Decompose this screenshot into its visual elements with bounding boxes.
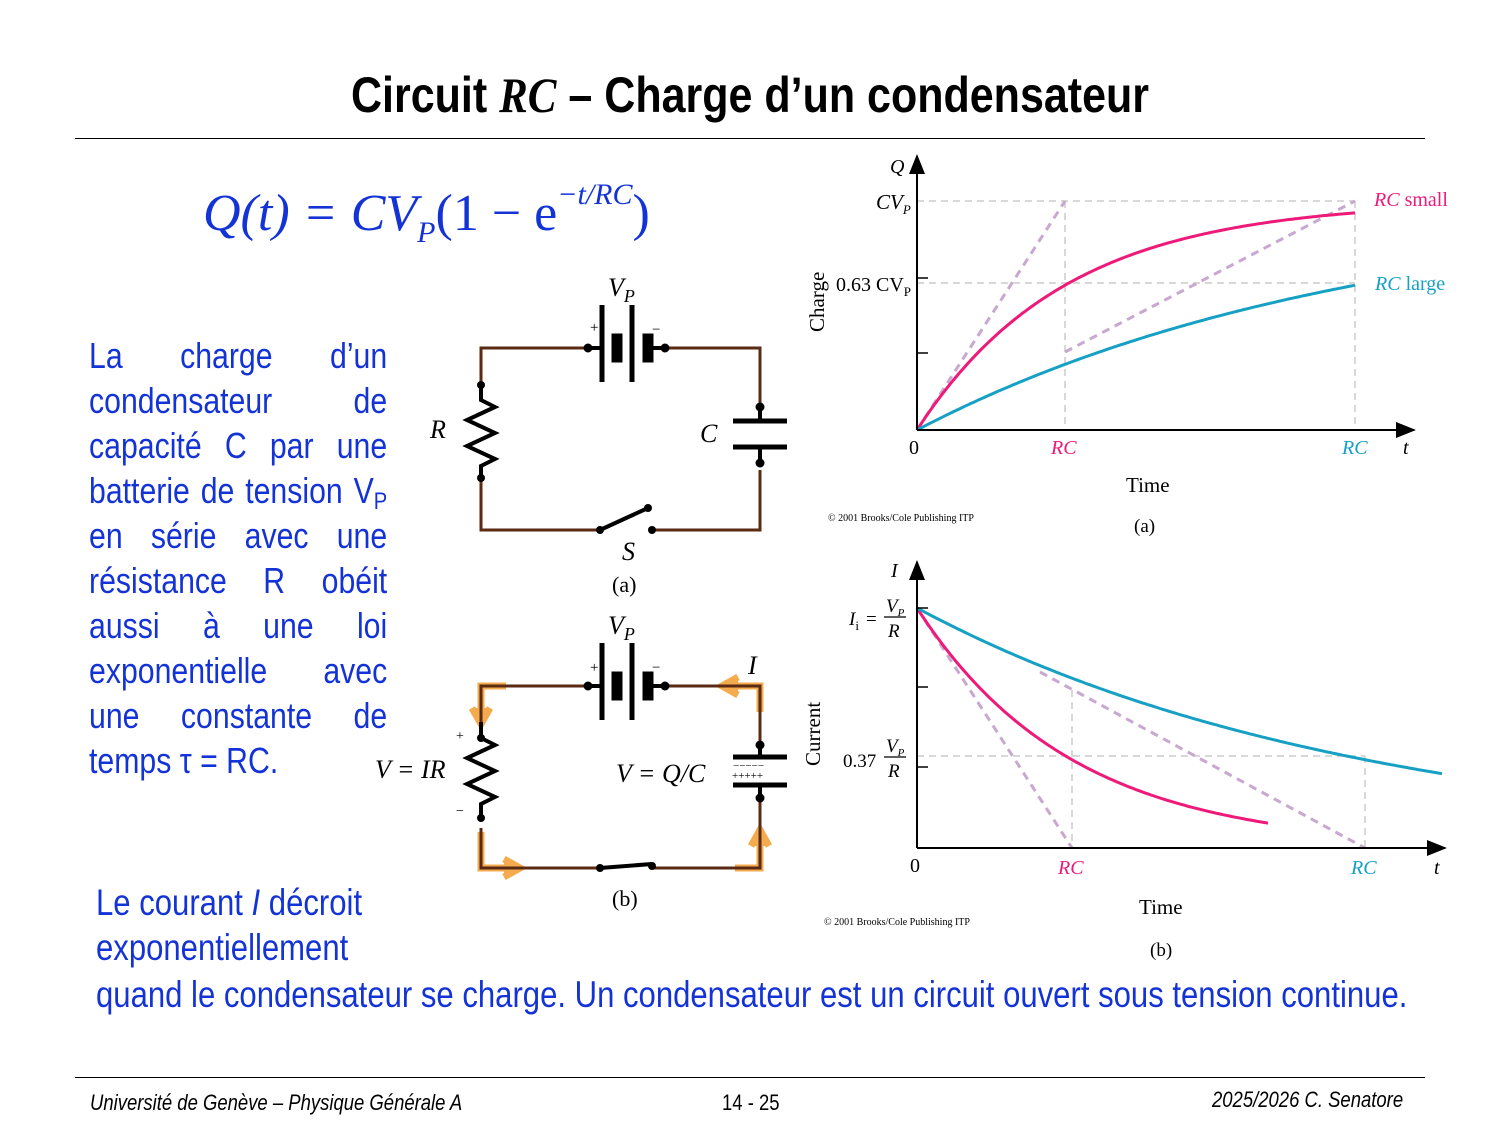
minus-sign: − <box>456 804 464 819</box>
caption-b: (b) <box>612 886 638 911</box>
para-line: aussi à une loi <box>89 605 388 646</box>
y-axis-symbol: Q <box>890 156 905 178</box>
title-divider <box>75 138 1425 139</box>
plus-sign: + <box>590 660 598 676</box>
circuit-b: + − VP I + − V = IR −−−−− +++++ V = Q/C … <box>375 611 787 911</box>
footer-divider <box>75 1077 1425 1078</box>
capacitor-icon <box>733 402 787 468</box>
origin-label: 0 <box>909 437 919 459</box>
curve-rc-small <box>915 211 1356 431</box>
minus-sign: − <box>652 660 660 676</box>
bottom-text-line1: Le courant I décroit <box>96 882 363 923</box>
cap-minus-charges: −−−−− <box>733 760 764 772</box>
plus-sign: + <box>590 320 598 336</box>
footer-left: Université de Genève – Physique Générale… <box>90 1090 463 1115</box>
curve-rc-large <box>916 283 1356 432</box>
resistor-icon <box>462 384 500 480</box>
037-tick-label: 0.37 VP R <box>843 736 906 782</box>
x-axis-label: Time <box>1139 895 1183 919</box>
origin-label: 0 <box>910 855 920 877</box>
caption-a: (a) <box>612 572 636 597</box>
legend-rc-large: RC large <box>1374 273 1445 295</box>
page-number: 14 - 25 <box>722 1090 780 1115</box>
capacitor-icon <box>733 740 787 803</box>
y-axis-label: Charge <box>805 272 829 332</box>
copyright: © 2001 Brooks/Cole Publishing ITP <box>824 917 970 928</box>
battery-icon <box>583 643 670 720</box>
battery-icon <box>583 305 670 382</box>
cvp-tick-label: CVP <box>876 190 911 217</box>
ii-tick-label: Ii = VP R <box>848 596 906 642</box>
switch-closed-icon <box>596 862 656 872</box>
graph-charge: Q CVP 0.63 CVP Charge 0 RC RC t RC small… <box>805 154 1448 537</box>
charge-formula: Q(t) = CVP(1 − e−t/RC) <box>203 178 650 249</box>
slide-title: Circuit RC – Charge d’un condensateur <box>350 67 1150 123</box>
para-line: une constante de <box>89 695 388 736</box>
v-ir-label: V = IR <box>375 755 446 784</box>
s-label: S <box>622 537 635 566</box>
svg-text:R: R <box>887 761 900 782</box>
para-line: résistance R obéit <box>89 560 388 601</box>
caption-graph-a: (a) <box>1134 516 1155 537</box>
plus-sign: + <box>456 729 464 744</box>
y-axis-symbol: I <box>890 560 899 582</box>
v-qc-label: V = Q/C <box>616 759 706 788</box>
rc-large-tick: RC <box>1341 437 1368 459</box>
legend-rc-small: RC small <box>1373 189 1448 211</box>
para-line: condensateur de <box>89 380 388 421</box>
c-label: C <box>700 419 718 448</box>
para-line: en série avec une <box>89 515 388 556</box>
bottom-text-line3: quand le condensateur se charge. Un cond… <box>96 974 1408 1015</box>
y-axis-label: Current <box>801 702 825 766</box>
minus-sign: − <box>652 322 660 338</box>
wire <box>479 684 762 870</box>
i-label: I <box>747 651 758 680</box>
explanation-paragraph: La charge d’un condensateur de capacité … <box>89 333 387 783</box>
footer-right: 2025/2026 C. Senatore <box>1212 1087 1404 1112</box>
svg-text:=: = <box>866 609 877 630</box>
circuit-a: + − VP R C S (a) <box>429 273 787 597</box>
vp-label: VP <box>608 273 635 306</box>
curve-rc-small <box>915 607 1269 825</box>
graph-current: I Ii = VP R 0.37 VP R Current 0 RC RC t … <box>801 560 1447 961</box>
vp-label: VP <box>608 611 635 644</box>
cap-plus-charges: +++++ <box>732 770 763 782</box>
para-line: batterie de tension VP <box>89 470 388 515</box>
switch-open-icon <box>596 504 656 534</box>
rc-small-tick: RC <box>1057 857 1084 879</box>
tangent-lines <box>915 607 1366 850</box>
r-label: R <box>429 415 446 444</box>
rc-large-tick: RC <box>1350 857 1377 879</box>
curve-rc-large <box>916 606 1443 776</box>
svg-text:VP: VP <box>886 596 905 619</box>
resistor-icon <box>462 722 500 820</box>
para-line: La charge d’un <box>89 335 388 376</box>
rc-small-tick: RC <box>1050 437 1077 459</box>
svg-text:Ii: Ii <box>848 609 859 633</box>
guide-lines <box>917 690 1366 848</box>
x-axis-label: Time <box>1126 473 1170 497</box>
svg-text:VP: VP <box>886 736 905 759</box>
svg-text:R: R <box>887 621 900 642</box>
t-axis-symbol: t <box>1434 857 1440 879</box>
para-line: exponentielle avec <box>89 650 388 691</box>
guide-lines <box>917 200 1356 430</box>
para-line: capacité C par une <box>89 425 388 466</box>
para-line: temps τ = RC. <box>89 740 279 781</box>
t-axis-symbol: t <box>1403 437 1409 459</box>
wire <box>479 346 762 532</box>
copyright: © 2001 Brooks/Cole Publishing ITP <box>828 513 974 524</box>
063-tick-label: 0.63 CVP <box>836 274 911 299</box>
bottom-text-line2: exponentiellement <box>96 927 349 968</box>
caption-graph-b: (b) <box>1150 940 1172 961</box>
svg-text:0.37: 0.37 <box>843 751 876 772</box>
tangent-lines <box>915 199 1356 431</box>
